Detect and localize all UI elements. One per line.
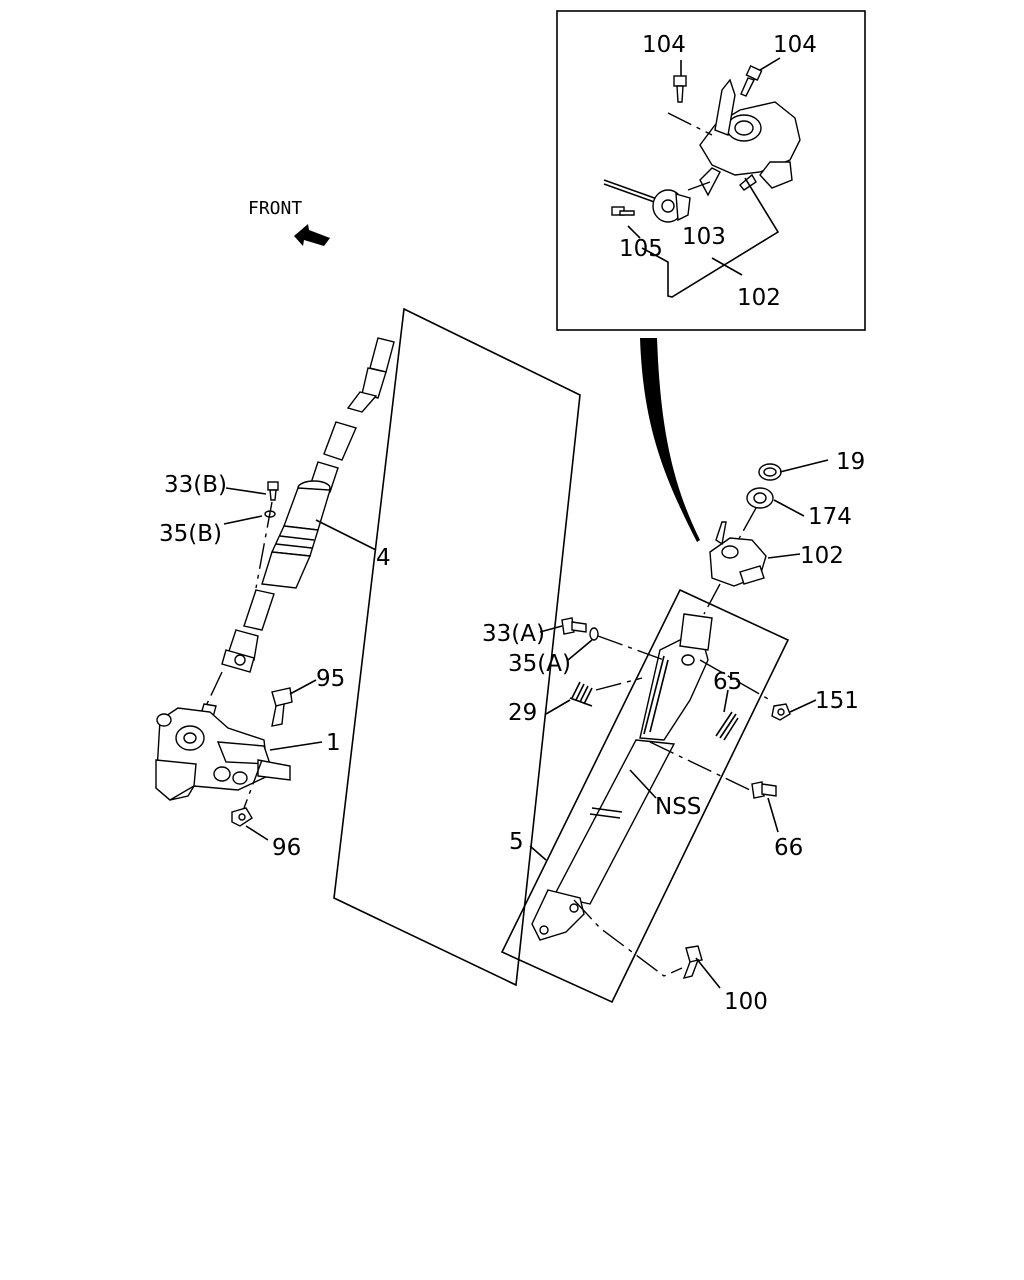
inset-bolt-104-right xyxy=(740,65,763,97)
bolt-33a xyxy=(561,617,587,635)
label-4: 4 xyxy=(376,545,391,571)
label-5: 5 xyxy=(509,829,524,855)
bolt-66 xyxy=(751,781,777,799)
inset-switch-body xyxy=(699,78,801,197)
inset-frame xyxy=(556,10,866,331)
label-100: 100 xyxy=(724,989,768,1015)
label-66: 66 xyxy=(774,835,803,861)
front-indicator: FRONT xyxy=(248,198,330,246)
inset-label-103: 103 xyxy=(682,224,726,250)
column-group-frame xyxy=(500,588,790,1004)
switch-assembly-102 xyxy=(709,521,767,587)
inset-screw-105 xyxy=(611,206,635,216)
washer-35a xyxy=(589,627,599,641)
label-19: 19 xyxy=(836,449,865,475)
inset-label-104a: 104 xyxy=(642,32,686,58)
label-33b: 33(B) xyxy=(164,472,227,498)
inset-callout-connector xyxy=(640,338,700,542)
inset-label-102: 102 xyxy=(737,285,781,311)
label-96: 96 xyxy=(272,835,301,861)
front-arrow-icon xyxy=(294,224,330,246)
intermediate-shaft xyxy=(221,337,395,673)
label-33a: 33(A) xyxy=(482,621,545,647)
label-102: 102 xyxy=(800,543,844,569)
label-65: 65 xyxy=(713,669,742,695)
label-35a: 35(A) xyxy=(508,651,571,677)
label-95: 95 xyxy=(316,666,345,692)
inset-label-104b: 104 xyxy=(773,32,817,58)
nut-151 xyxy=(771,703,791,721)
front-label: FRONT xyxy=(248,198,302,219)
spring-29 xyxy=(569,681,593,707)
bolt-95 xyxy=(271,687,293,727)
inset-sensor-103 xyxy=(603,179,691,223)
bolt-100 xyxy=(682,945,703,980)
inset-bolt-104-left xyxy=(673,75,687,103)
spring-65 xyxy=(715,711,739,741)
snap-ring-19 xyxy=(758,463,782,481)
nut-96 xyxy=(231,807,253,827)
steering-gear-box xyxy=(155,671,291,801)
label-151: 151 xyxy=(815,688,859,714)
bolt-33b xyxy=(267,481,279,501)
steering-column xyxy=(531,613,713,941)
label-174: 174 xyxy=(808,504,852,530)
label-1: 1 xyxy=(326,730,341,756)
label-29: 29 xyxy=(508,700,537,726)
label-35b: 35(B) xyxy=(159,521,222,547)
bearing-174 xyxy=(746,487,774,509)
inset-label-105: 105 xyxy=(619,236,663,262)
inset-detail: 104 104 103 105 102 xyxy=(556,10,866,331)
shaft-group-frame xyxy=(333,307,581,987)
label-nss: NSS xyxy=(655,794,701,820)
